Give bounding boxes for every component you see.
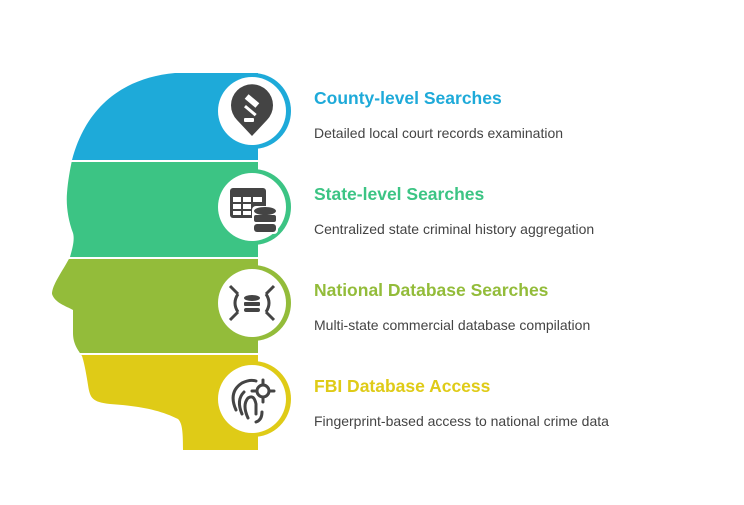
desc-national: Multi-state commercial database compilat… [314,317,591,333]
database-expand-icon [228,284,276,322]
title-national: National Database Searches [314,280,549,300]
desc-state: Centralized state criminal history aggre… [314,221,595,237]
gavel-pin-icon [231,84,273,136]
title-state: State-level Searches [314,184,485,204]
table-database-icon [230,188,278,234]
desc-county: Detailed local court records examination [314,125,564,141]
fingerprint-target-icon [231,378,276,424]
desc-fbi: Fingerprint-based access to national cri… [314,413,609,429]
icon-circle-fbi [215,361,291,437]
title-fbi: FBI Database Access [314,376,491,396]
icon-circle-state [215,169,291,245]
icon-circle-county [215,73,291,149]
icon-circle-national [215,265,291,341]
title-county: County-level Searches [314,88,502,108]
